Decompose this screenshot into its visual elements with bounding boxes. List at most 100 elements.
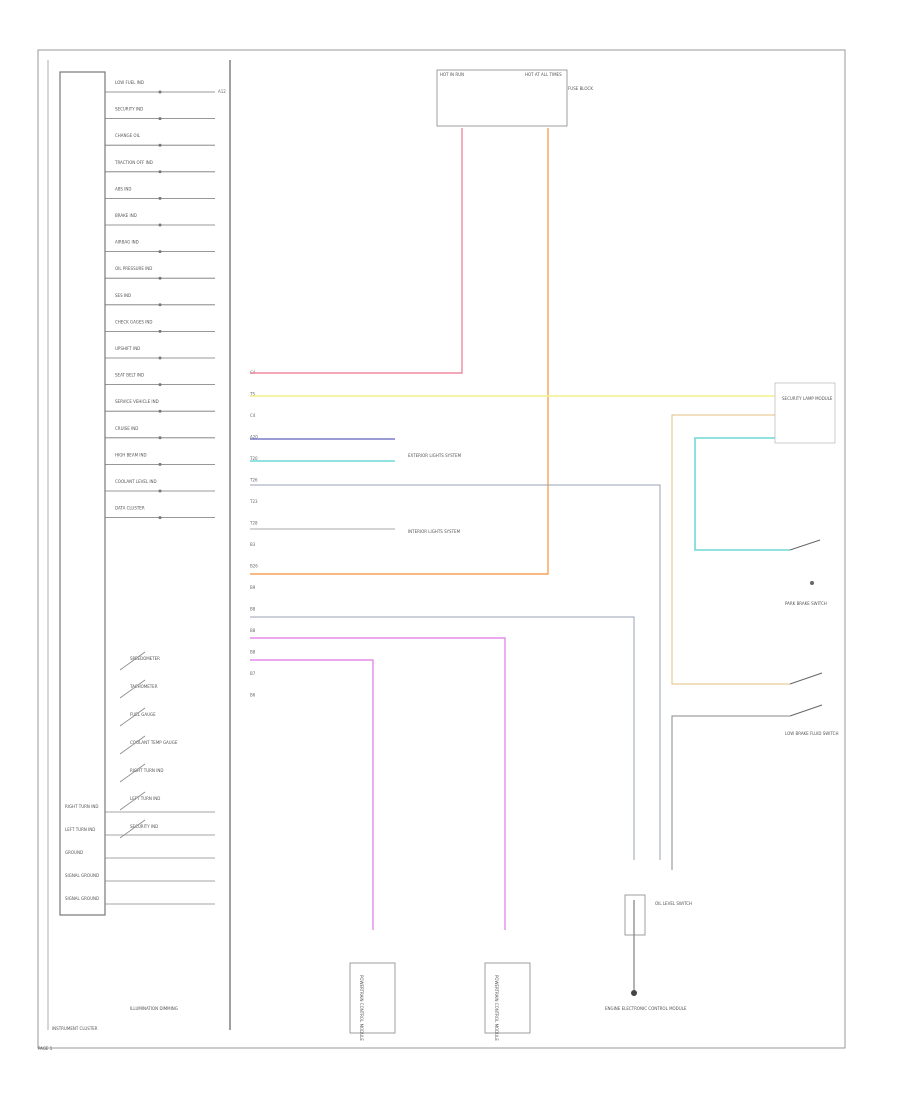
pin-label: B8 <box>250 650 256 655</box>
indicator-lamp <box>158 489 162 493</box>
pin-label: B6 <box>250 693 256 698</box>
pin-label: T28 <box>249 521 258 526</box>
gauge-symbol <box>119 763 146 783</box>
oil-level-switch: OIL LEVEL SWITCH ENGINE ELECTRONIC CONTR… <box>605 894 692 1011</box>
indicator-lamp <box>158 170 162 174</box>
wire-gray-lowbrake <box>671 715 790 870</box>
left-box-label: GROUND <box>65 850 83 855</box>
park-brake-label: PARK BRAKE SWITCH <box>785 601 827 606</box>
gauge-symbol <box>119 679 146 699</box>
gauge-rows: SPEEDOMETER TACHOMETER FUEL GAUGE COOLANT T… <box>119 651 178 839</box>
indicator-lamp <box>158 90 162 94</box>
cluster-title: INSTRUMENT CLUSTER <box>52 1026 98 1031</box>
security-lamp-module-box <box>774 382 836 444</box>
fuse-hot-at-all-times: HOT AT ALL TIMES <box>525 72 562 77</box>
pin-label: T26 <box>249 478 258 483</box>
pin-label: B7 <box>250 671 256 676</box>
gauge-symbol <box>119 735 146 755</box>
indicator-label: SERVICE VEHICLE IND <box>115 399 159 404</box>
indicator-label: LOW FUEL IND <box>115 80 144 85</box>
wire-pink <box>250 128 463 374</box>
gauge-symbol <box>119 791 146 811</box>
pin-label: B3 <box>250 542 256 547</box>
indicator-lamp <box>158 462 162 466</box>
security-lamp-module-label: SECURITY LAMP MODULE <box>782 396 833 401</box>
pin-label: B26 <box>250 564 258 569</box>
pin-label: TS <box>249 392 255 397</box>
gauge-label: FUEL GAUGE <box>130 712 156 717</box>
low-brake-fluid-switch: LOW BRAKE FLUID SWITCH <box>785 672 838 736</box>
park-brake-switch: PARK BRAKE SWITCH <box>785 539 827 606</box>
gauge-label: COOLANT TEMP GAUGE <box>130 740 178 745</box>
pin-label: T23 <box>249 499 258 504</box>
indicator-label: COOLANT LEVEL IND <box>115 479 157 484</box>
indicator-lamp <box>158 516 162 520</box>
indicator-label: SES IND <box>115 293 131 298</box>
indicator-lamp <box>158 383 162 387</box>
indicator-lamp <box>158 356 162 360</box>
gauge-label: SPEEDOMETER <box>130 656 160 661</box>
left-box-label: LEFT TURN IND <box>65 827 95 832</box>
diagram-frame <box>37 49 846 1049</box>
wire-blk-lower <box>250 616 635 860</box>
indicator-label: DATA CLUSTER <box>115 506 145 511</box>
gauge-symbol <box>119 707 146 727</box>
wires <box>250 128 790 990</box>
left-box-label: SIGNAL GROUND <box>65 896 99 901</box>
indicator-label: SECURITY IND <box>115 107 143 112</box>
pcm-left-label: POWERTRAIN CONTROL MODULE <box>359 975 364 1041</box>
wire-orange <box>250 128 549 575</box>
low-brake-label: LOW BRAKE FLUID SWITCH <box>785 731 838 736</box>
fuse-hot-in-run: HOT IN RUN <box>440 72 464 77</box>
indicator-lamp <box>158 276 162 280</box>
indicator-label: AIRBAG IND <box>115 240 139 245</box>
indicator-label: CHECK GAGES IND <box>115 319 152 324</box>
indicator-label: TRACTION OFF IND <box>114 160 153 165</box>
ref-interior-lights: INTERIOR LIGHTS SYSTEM <box>408 529 461 534</box>
indicator-label: ABS IND <box>115 186 131 191</box>
wire-purple-1 <box>250 637 506 930</box>
indicator-lamp <box>158 143 162 147</box>
indicator-lamp <box>158 329 162 333</box>
wire-cyan-loop <box>694 437 790 551</box>
fuse-block <box>436 69 568 127</box>
indicator-lamp <box>158 436 162 440</box>
indicator-label: SEAT BELT IND <box>115 373 144 378</box>
indicator-label: HIGH BEAM IND <box>115 452 147 457</box>
left-boxes: RIGHT TURN IND LEFT TURN IND GROUND SIGNAL … <box>65 804 215 905</box>
fuse-block-label: FUSE BLOCK <box>568 86 593 91</box>
left-box-label: SIGNAL GROUND <box>65 873 99 878</box>
oil-level-label: OIL LEVEL SWITCH <box>655 901 692 906</box>
indicator-lamp <box>158 409 162 413</box>
illumination-label: ILLUMINATION DIMMING <box>130 1006 178 1011</box>
gauge-symbol <box>119 651 146 671</box>
indicator-label: OIL PRESSURE IND <box>115 266 152 271</box>
indicator-lamp <box>158 196 162 200</box>
wire-purple-2 <box>250 659 374 930</box>
pin-label: A20 <box>250 435 258 440</box>
wire-tan <box>671 414 790 685</box>
indicator-pin: A12 <box>218 89 226 94</box>
indicator-label: UPSHIFT IND <box>115 346 140 351</box>
indicator-lamp <box>158 223 162 227</box>
left-box-label: RIGHT TURN IND <box>65 804 98 809</box>
gauge-label: TACHOMETER <box>129 684 158 689</box>
pcm-right-label: POWERTRAIN CONTROL MODULE <box>494 975 499 1041</box>
pin-label: C4 <box>250 413 256 418</box>
pin-label: B9 <box>250 585 256 590</box>
indicator-label: CHANGE OIL <box>115 133 141 138</box>
gauge-label: SECURITY IND <box>130 824 158 829</box>
cluster-module-box <box>59 71 106 916</box>
indicator-lamp <box>158 303 162 307</box>
pin-label: B8 <box>250 607 256 612</box>
pcm-right: POWERTRAIN CONTROL MODULE <box>484 962 531 1041</box>
pin-label: B8 <box>250 628 256 633</box>
indicator-label: CRUISE IND <box>115 426 138 431</box>
indicator-lamp <box>158 250 162 254</box>
gauge-label: LEFT TURN IND <box>130 796 160 801</box>
ref-exterior-lights: EXTERIOR LIGHTS SYSTEM <box>408 453 462 458</box>
